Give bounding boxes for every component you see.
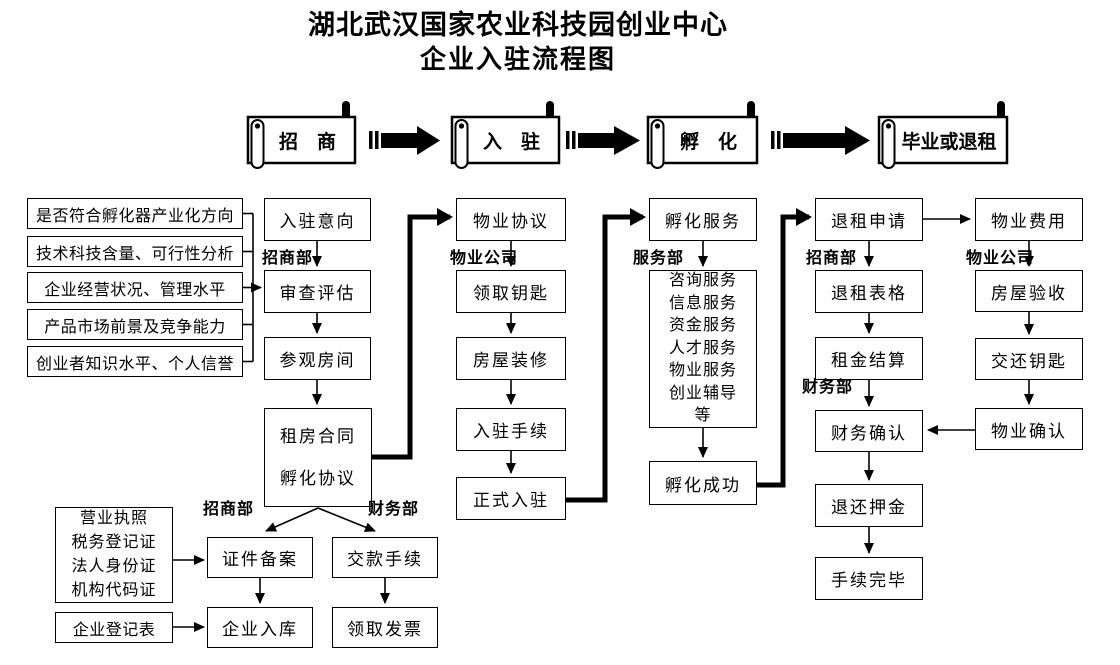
node-property-fee: 物业费用 [975,198,1083,241]
dept-label-fuwubu: 服务部 [633,250,685,267]
dept-label-caiwubu-1: 财务部 [802,379,854,396]
node-get-keys: 领取钥匙 [456,270,566,313]
node-entry-procedure: 入驻手续 [456,408,566,451]
banner-zhaoshang: 招 商 [278,131,336,153]
dept-label-zhaoshangbu-1: 招商部 [262,250,314,267]
dept-label-wuyegongsi-2: 物业公司 [966,250,1035,267]
title-line-2: 企业入驻流程图 [419,44,616,74]
service-line: 咨询服务 [668,272,737,290]
banner-fuhua: 孵 化 [679,131,737,153]
criteria-credit: 创业者知识水平、个人信誉 [27,346,243,377]
node-incubation-success: 孵化成功 [649,461,757,505]
node-visit-room: 参观房间 [264,337,371,380]
node-service-list: 咨询服务 信息服务 资金服务 人才服务 物业服务 创业辅导 等 [649,270,757,428]
criteria-direction: 是否符合孵化器产业化方向 [27,198,243,229]
criteria-management: 企业经营状况、管理水平 [27,272,243,303]
node-termination-form: 退租表格 [815,270,923,313]
node-registration-form: 企业登记表 [55,612,173,643]
phase-arrow-2 [566,126,640,155]
doc-line: 营业执照 [79,510,148,527]
contract-line-2: 孵化协议 [280,468,356,488]
node-property-agreement: 物业协议 [456,198,566,241]
node-official-entry: 正式入驻 [456,477,566,520]
page-title: 湖北武汉国家农业科技园创业中心 企业入驻流程图 [0,8,1036,76]
node-rent-settlement: 租金结算 [815,337,923,380]
doc-line: 法人身份证 [71,558,157,575]
title-line-1: 湖北武汉国家农业科技园创业中心 [308,10,728,40]
service-line: 资金服务 [668,317,737,335]
node-property-confirm: 物业确认 [975,408,1083,450]
doc-line: 机构代码证 [71,582,157,599]
service-line: 人才服务 [668,339,737,357]
node-deposit-refund: 退还押金 [815,484,923,527]
criteria-market: 产品市场前景及竞争能力 [27,309,243,340]
phase-arrow-3 [771,126,870,155]
criteria-tech: 技术科技含量、可行性分析 [27,236,243,267]
node-lease-contract: 租房合同 孵化协议 [264,408,372,507]
node-house-inspection: 房屋验收 [975,270,1083,312]
banner-biye-tuizu: 毕业或退租 [901,131,997,153]
node-get-invoice: 领取发票 [332,607,438,648]
service-line: 创业辅导 [668,384,737,402]
doc-line: 税务登记证 [71,534,157,551]
banner-ruzhu: 入 驻 [482,131,540,153]
node-procedure-complete: 手续完毕 [815,557,923,600]
node-enterprise-storage: 企业入库 [207,607,313,648]
node-entry-intention: 入驻意向 [264,198,371,241]
node-certificate-filing: 证件备案 [207,537,313,578]
node-finance-confirm: 财务确认 [815,410,923,452]
node-renovation: 房屋装修 [456,337,566,380]
dept-label-wuyegongsi-1: 物业公司 [450,250,519,267]
dept-label-zhaoshangbu-3: 招商部 [203,501,255,518]
service-line: 信息服务 [668,294,737,312]
node-return-keys: 交还钥匙 [975,338,1083,380]
criteria-merge-lines [243,212,254,363]
node-termination-request: 退租申请 [815,198,923,241]
node-payment-procedure: 交款手续 [332,537,438,578]
node-incubation-service: 孵化服务 [649,198,757,241]
node-review-assess: 审查评估 [264,270,371,313]
node-documents: 营业执照 税务登记证 法人身份证 机构代码证 [55,507,173,603]
contract-line-1: 租房合同 [280,426,356,446]
dept-label-caiwubu-2: 财务部 [368,501,420,518]
service-line: 物业服务 [668,362,737,380]
dept-label-zhaoshangbu-2: 招商部 [806,250,858,267]
service-line: 等 [694,407,712,425]
phase-arrow-1 [369,126,440,155]
